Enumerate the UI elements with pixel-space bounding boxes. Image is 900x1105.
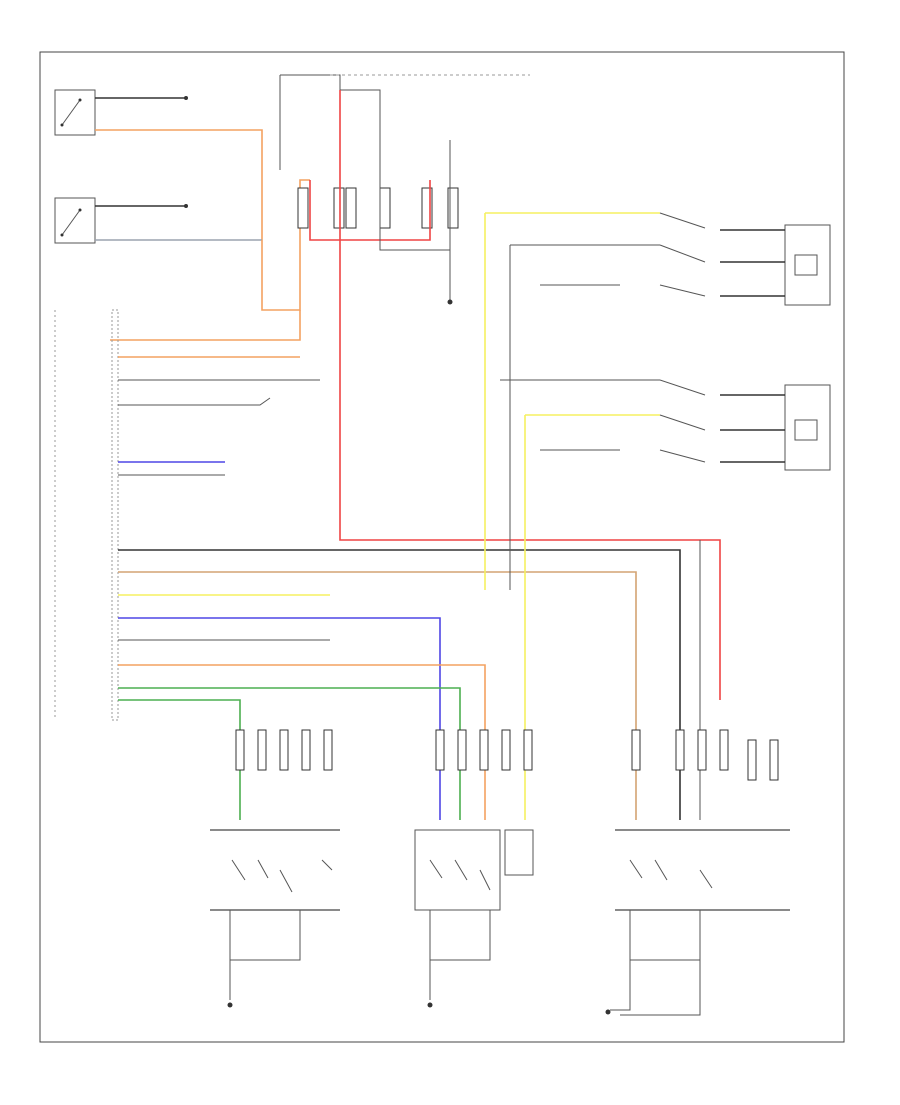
connector-icon: [435, 729, 445, 771]
ground-icon: [605, 1009, 611, 1015]
bottom-connectors: [235, 729, 779, 781]
switch-icon: [429, 859, 491, 891]
speaker-icon: [794, 419, 818, 441]
connector-icon: [719, 729, 729, 771]
wire-green: [118, 687, 461, 820]
right-rear-module: [605, 829, 790, 1016]
connector-icon: [747, 739, 757, 781]
left-window-switch: [54, 89, 96, 136]
connector-icon: [675, 729, 685, 771]
ground-icon: [184, 96, 188, 100]
top-center-connectors: [297, 187, 459, 229]
connector-icon: [501, 729, 511, 771]
speaker-icon: [794, 254, 818, 276]
left-rear-module: [210, 829, 340, 1008]
ground-icon: [427, 1002, 433, 1008]
connector-icon: [323, 729, 333, 771]
connector-icon: [769, 739, 779, 781]
wire-red-loop: [309, 180, 431, 241]
module-icon: [504, 829, 534, 876]
ground-icon: [447, 299, 453, 305]
ground-icon: [227, 1002, 233, 1008]
connector-icon: [279, 729, 289, 771]
connector-icon: [457, 729, 467, 771]
wire-blue-2: [118, 617, 441, 820]
connector-icon: [447, 187, 459, 229]
connector-icon: [301, 729, 311, 771]
wire-tan-long: [118, 571, 637, 820]
connector-icon: [257, 729, 267, 771]
connector-icon: [297, 187, 309, 229]
switch-icon: [61, 209, 81, 236]
right-speaker: [720, 384, 831, 471]
connector-icon: [333, 187, 345, 229]
diagram-frame: [39, 51, 845, 1043]
wire-black-long-1: [118, 549, 681, 820]
wire-green-2: [118, 699, 241, 820]
wire-module-2: [118, 397, 271, 406]
switch-icon: [61, 99, 81, 126]
wire-top-bus: [280, 74, 341, 90]
connector-icon: [631, 729, 641, 771]
connector-icon: [421, 187, 433, 229]
connector-icon: [697, 729, 707, 771]
switch-icon: [629, 859, 713, 889]
wire-orange-module: [110, 310, 301, 341]
wire-red-long: [339, 90, 721, 700]
right-window-switch: [54, 197, 96, 244]
connector-icon: [235, 729, 245, 771]
connector-icon: [345, 187, 357, 229]
left-speaker: [720, 224, 831, 306]
center-rear-module: [414, 829, 534, 1008]
switch-icon: [231, 859, 333, 893]
module-body: [111, 309, 119, 721]
connector-icon: [479, 729, 489, 771]
connector-icon: [379, 187, 391, 229]
connector-icon: [523, 729, 533, 771]
ground-icon: [184, 204, 188, 208]
wire-orange-top: [95, 129, 263, 240]
